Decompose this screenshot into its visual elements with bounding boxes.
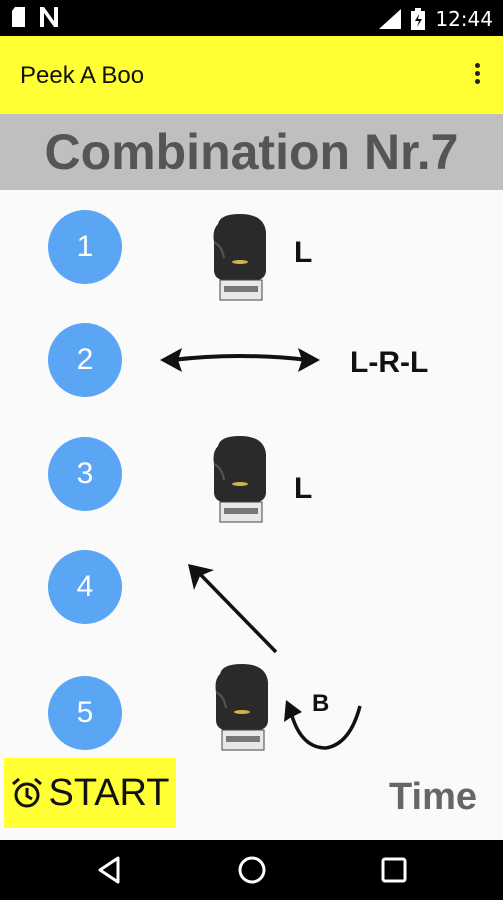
home-icon[interactable] xyxy=(236,854,268,886)
recents-icon[interactable] xyxy=(378,854,410,886)
n-icon xyxy=(40,7,58,27)
overflow-menu-icon[interactable] xyxy=(465,60,489,90)
step-3-circle: 3 xyxy=(48,437,122,511)
step-number: 3 xyxy=(76,457,94,490)
boxing-glove-icon xyxy=(215,664,268,751)
app-bar: Peek A Boo xyxy=(0,36,503,114)
combination-header: Combination Nr.7 xyxy=(0,114,503,190)
status-bar: 12:44 xyxy=(0,0,503,36)
step-number: 5 xyxy=(76,696,94,729)
start-label: START xyxy=(48,771,170,814)
step-2-move: L-R-L xyxy=(350,346,429,379)
alarm-clock-icon xyxy=(12,777,43,808)
step-4-circle: 4 xyxy=(48,550,122,624)
step-number: 4 xyxy=(76,570,94,603)
start-button[interactable]: START xyxy=(4,758,176,828)
sd-card-icon xyxy=(12,7,25,27)
step-number: 2 xyxy=(76,343,94,376)
signal-icon xyxy=(379,9,402,29)
step-1-circle: 1 xyxy=(48,210,122,284)
combination-content: 1 L 2 L-R-L 3 L 4 5 xyxy=(0,190,503,840)
boxing-glove-icon xyxy=(213,214,266,301)
step-number: 1 xyxy=(76,230,94,263)
double-arrow-icon xyxy=(160,348,320,372)
step-2-circle: 2 xyxy=(48,323,122,397)
boxing-glove-icon xyxy=(213,436,266,523)
step-1-move: L xyxy=(294,236,313,269)
app-title: Peek A Boo xyxy=(20,62,145,89)
battery-icon xyxy=(411,8,426,30)
step-3-move: L xyxy=(294,472,313,505)
step-5-move: B xyxy=(312,690,330,717)
diagonal-arrow-icon xyxy=(188,564,278,654)
curved-arrow-icon xyxy=(284,700,362,750)
back-icon[interactable] xyxy=(94,854,126,886)
time-label: Time xyxy=(388,776,477,818)
combination-title: Combination Nr.7 xyxy=(44,124,459,180)
navigation-bar xyxy=(0,840,503,900)
step-5-circle: 5 xyxy=(48,676,122,750)
status-time: 12:44 xyxy=(435,7,493,31)
